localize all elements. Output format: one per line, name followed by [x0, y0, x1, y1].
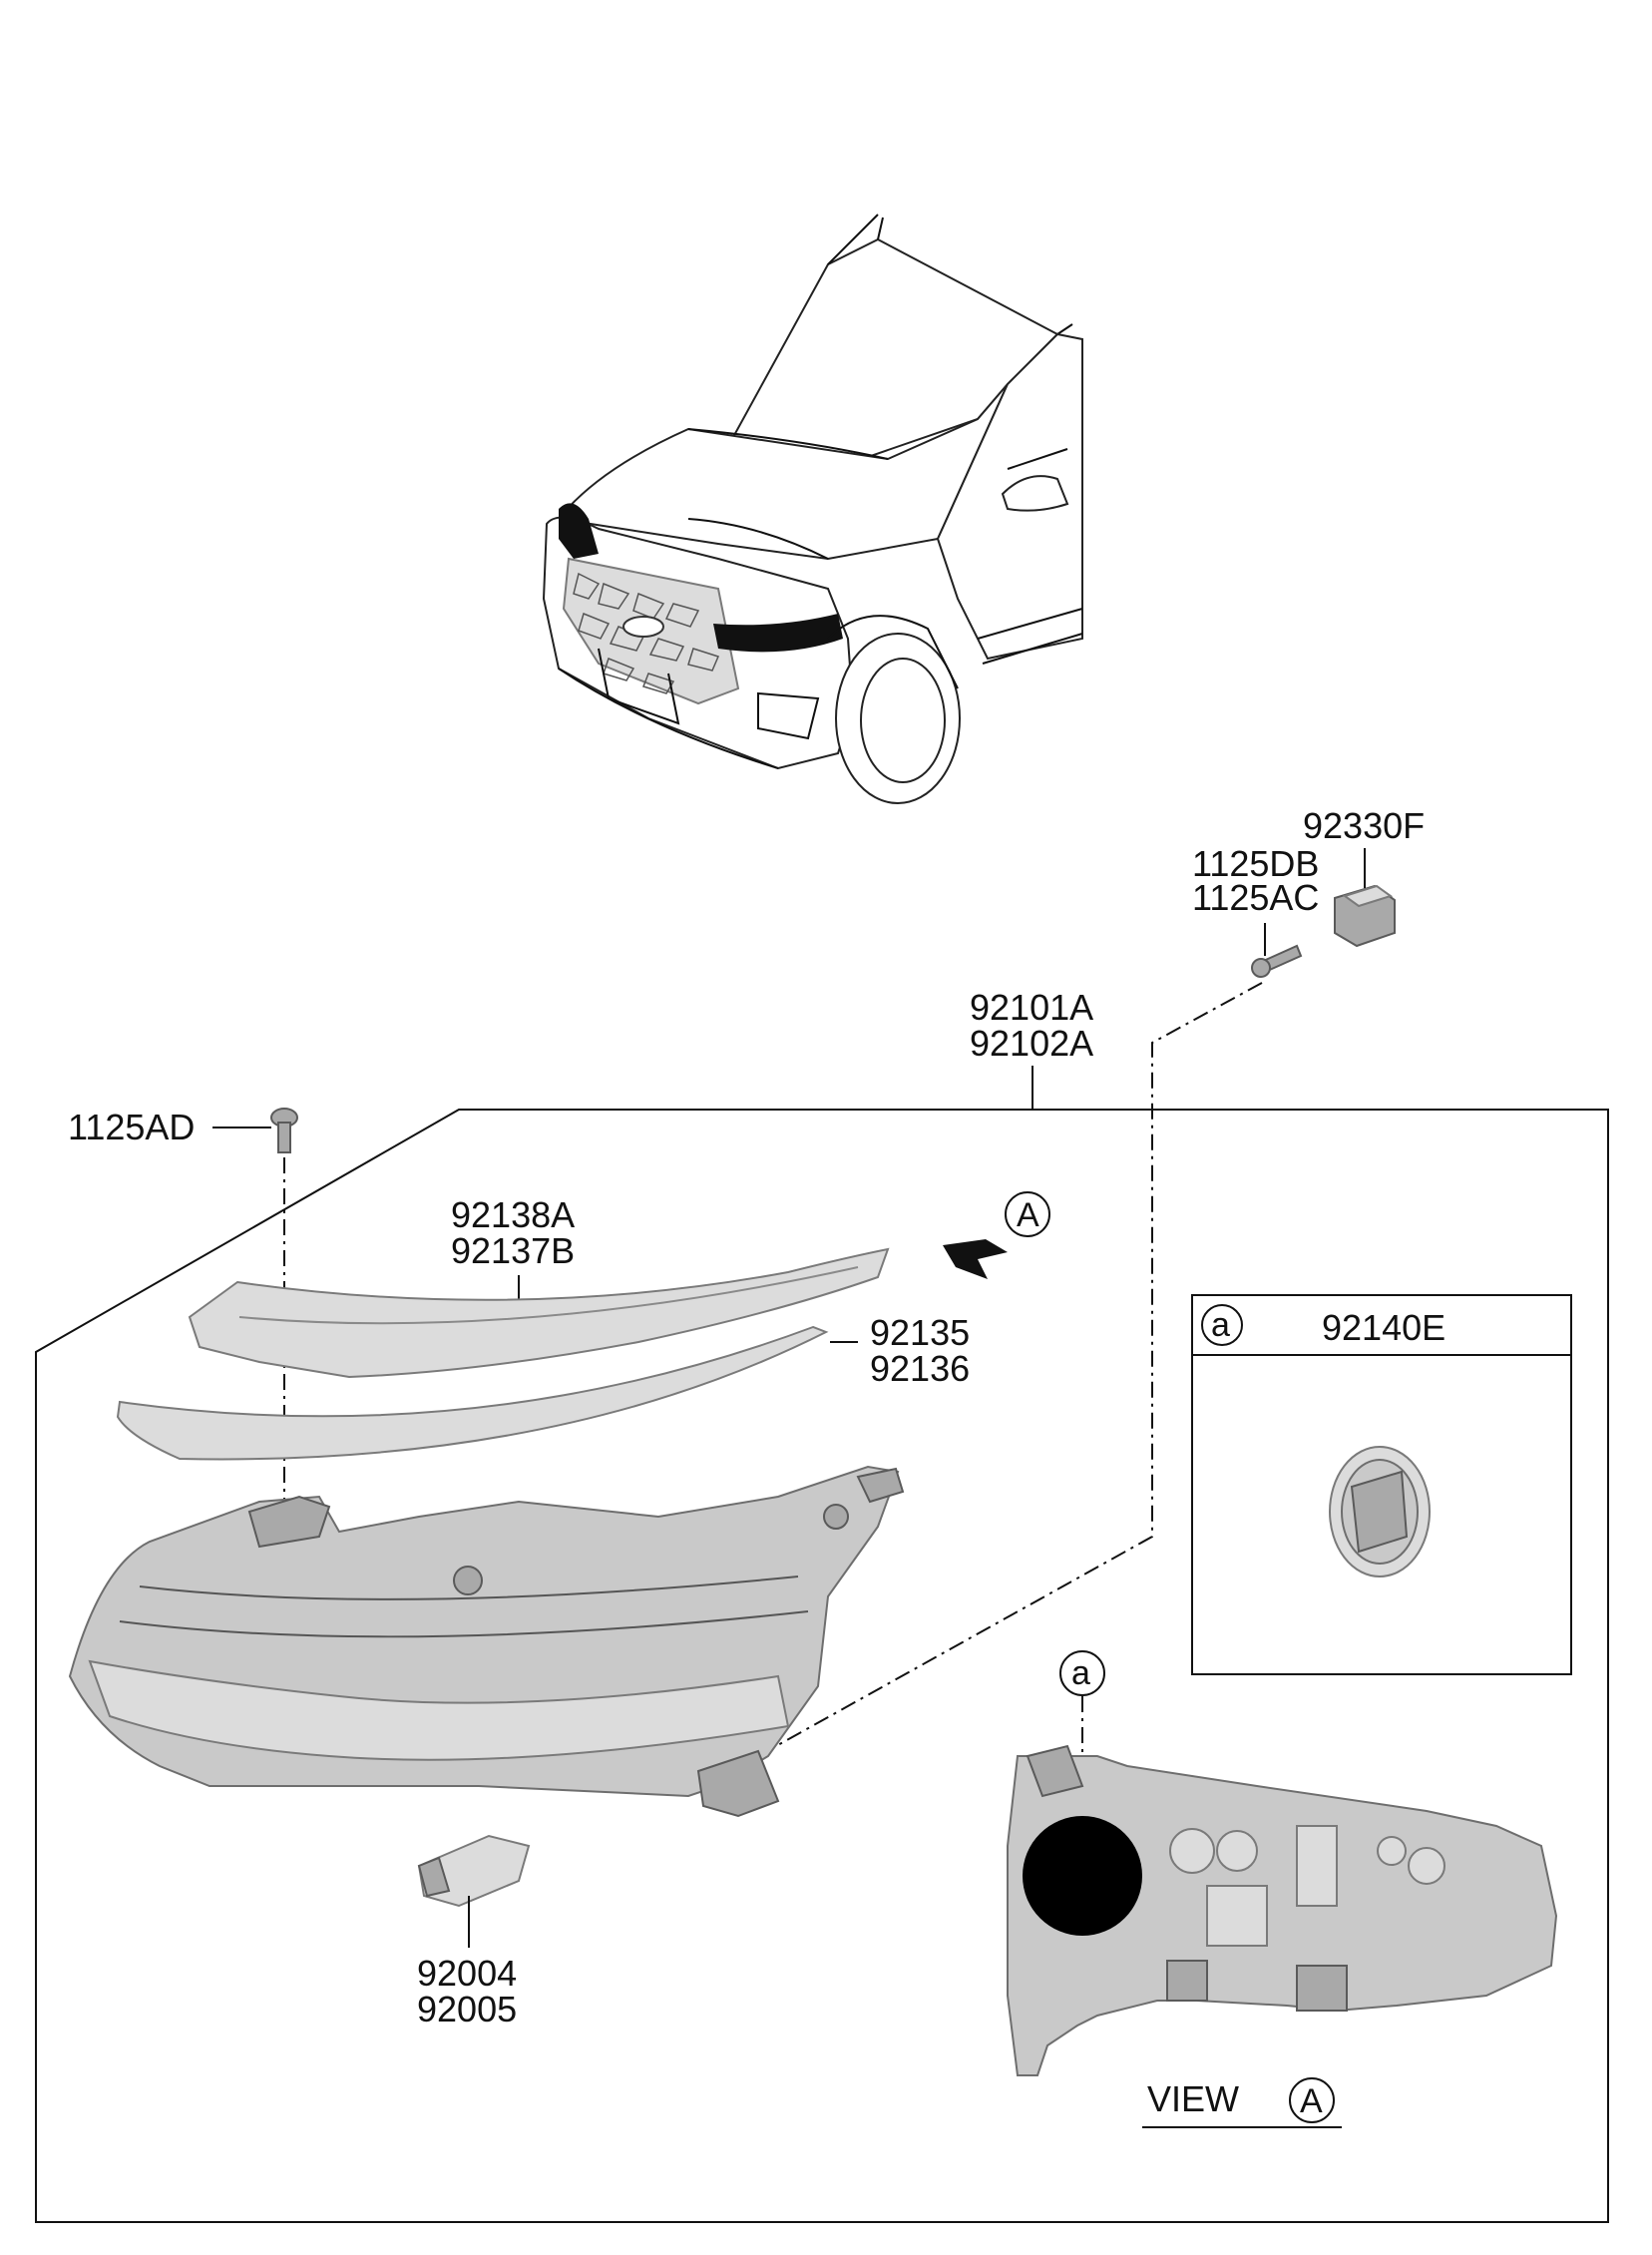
part-92330F [1334, 884, 1396, 948]
part-92138A-cover [188, 1247, 890, 1379]
view-marker: A [1017, 1196, 1039, 1234]
callout-92138A: 92138A [451, 1194, 575, 1235]
callout-1125AD: 1125AD [68, 1107, 195, 1147]
view-label-text: VIEW [1147, 2078, 1239, 2119]
callout-1125DB: 1125DB [1192, 843, 1319, 884]
callout-92330F: 92330F [1303, 805, 1425, 846]
view-arrow-icon [943, 1239, 1008, 1279]
detail-marker: a [1211, 1306, 1230, 1344]
view-circle-marker: a [1071, 1654, 1090, 1692]
callout-92137B: 92137B [451, 1230, 575, 1271]
assembly-boundary [35, 1109, 1609, 2223]
vehicle-illustration [542, 214, 1083, 804]
detail-box [1191, 1294, 1572, 1675]
part-92140E-socket [1329, 1446, 1431, 1578]
callout-92004: 92004 [417, 1953, 517, 1994]
headlamp-rear-view [1007, 1744, 1558, 2076]
callout-92135: 92135 [870, 1312, 970, 1353]
bolt-1125AD [270, 1108, 298, 1153]
callout-92005: 92005 [417, 1989, 517, 2030]
headlamp-assembly-92101A [68, 1465, 905, 1818]
callout-92136: 92136 [870, 1348, 970, 1389]
callout-92102A: 92102A [970, 1023, 1093, 1064]
view-label-marker: A [1300, 2082, 1323, 2120]
screw-1125DB [1251, 944, 1303, 978]
part-92004-bracket [417, 1834, 531, 1908]
part-92135-strip [116, 1325, 829, 1461]
callout-92101A: 92101A [970, 987, 1093, 1028]
detail-part-number: 92140E [1322, 1307, 1446, 1348]
callout-1125AC: 1125AC [1192, 877, 1319, 918]
